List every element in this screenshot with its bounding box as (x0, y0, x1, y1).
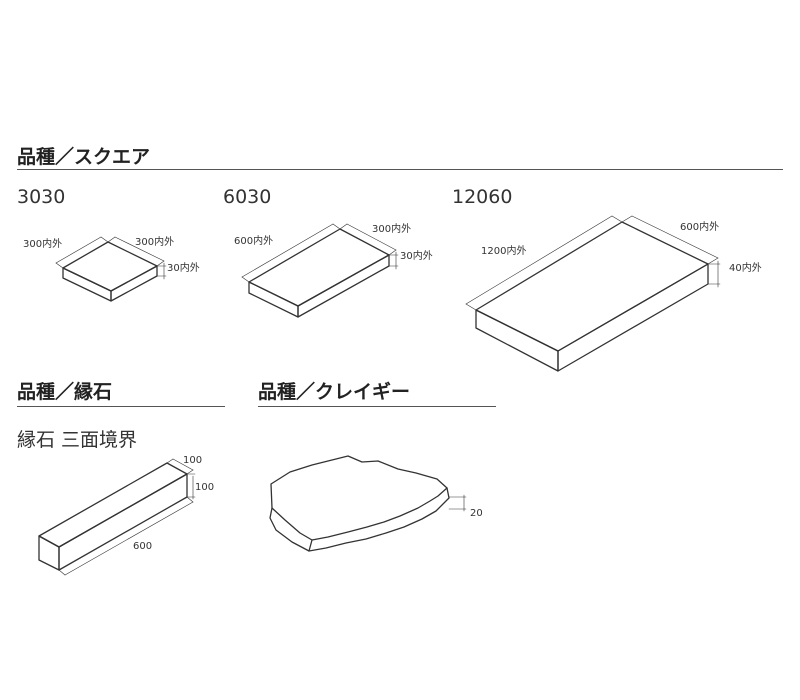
dim-curb-width: 100 (183, 455, 202, 466)
section-heading-square: 品種／スクエア (17, 146, 151, 168)
model-label-12060: 12060 (452, 186, 513, 208)
dim-12060-width: 600内外 (680, 220, 719, 233)
model-label-3030: 3030 (17, 186, 66, 208)
dim-curb-length: 600 (133, 541, 152, 552)
section-rule-square (17, 169, 783, 170)
dim-crazy-thickness: 20 (470, 508, 483, 519)
crazy-stone-drawing (269, 455, 450, 552)
dim-3030-thickness: 30内外 (167, 261, 200, 274)
dim-3030-width: 300内外 (135, 235, 174, 248)
slab-12060-side-face (557, 263, 709, 372)
curb-end-face (38, 535, 60, 571)
crazy-corner-edge (308, 539, 313, 552)
model-label-6030: 6030 (223, 186, 272, 208)
dim-12060-length: 1200内外 (481, 244, 526, 257)
slab-3030-front-face (62, 267, 112, 302)
section-rule-curb (17, 406, 225, 407)
dim-6030-length: 600内外 (234, 234, 273, 247)
curb-stone-drawing (38, 462, 188, 571)
dim-curb-height: 100 (195, 482, 214, 493)
curb-top-face (38, 462, 188, 548)
slab-12060-drawing (475, 221, 709, 372)
dim-6030-thickness: 30内外 (400, 249, 433, 262)
slab-3030-side-face (110, 265, 158, 302)
crazy-top-face (270, 455, 448, 541)
dim-3030-length: 300内外 (23, 237, 62, 250)
slab-12060-dimension-lines (465, 215, 721, 311)
crazy-dimension-lines (448, 494, 467, 512)
section-heading-crazy: 品種／クレイギー (258, 381, 411, 403)
slab-6030-front-face (248, 281, 299, 318)
section-rule-crazy (258, 406, 496, 407)
section-heading-curb: 品種／縁石 (17, 381, 113, 403)
slab-3030-dimension-lines (55, 236, 167, 280)
model-label-curb: 縁石 三面境界 (17, 429, 138, 451)
slab-12060-front-face (475, 309, 559, 372)
dim-12060-thickness: 40内外 (729, 261, 762, 274)
slab-6030-dimension-lines (241, 223, 399, 283)
slab-6030-side-face (297, 254, 390, 318)
curb-dimension-lines (58, 458, 196, 576)
crazy-edge-face (269, 487, 450, 552)
dim-6030-width: 300内外 (372, 222, 411, 235)
